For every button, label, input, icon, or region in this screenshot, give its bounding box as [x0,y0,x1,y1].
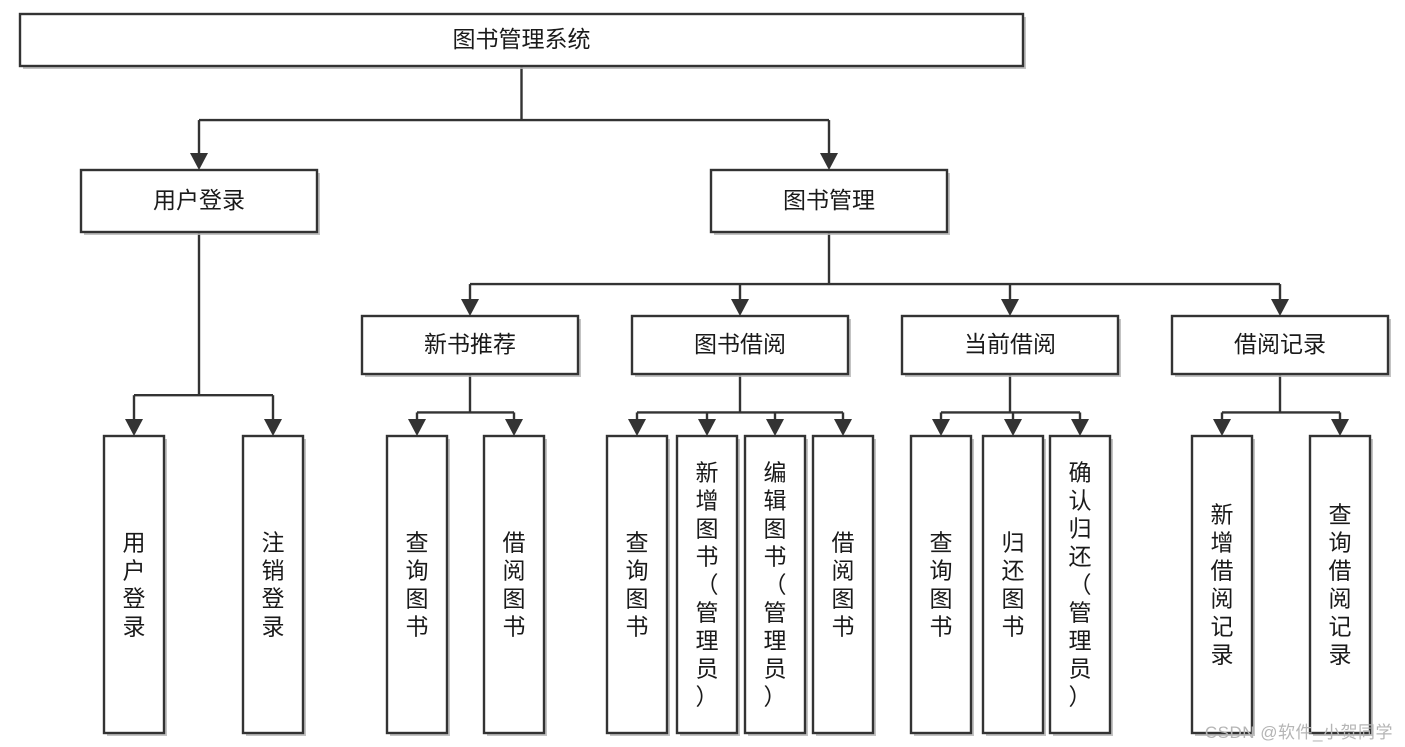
node-label: 归还图书 [1002,529,1025,639]
node-book-manage[interactable]: 图书管理 [709,168,950,235]
node-box[interactable] [981,434,1045,735]
node-label: 新书推荐 [424,331,516,357]
node-box[interactable] [79,168,319,234]
node-user-login[interactable]: 用户登录 [79,168,320,235]
arrow-head [190,153,208,170]
node-label: 查询图书 [930,529,953,639]
node-leaf-user-login[interactable]: 用户登录 [102,434,167,736]
node-box[interactable] [900,314,1120,376]
node-leaf-borrow-book-1[interactable]: 借阅图书 [482,434,547,736]
node-boxes-layer: 图书管理系统用户登录图书管理新书推荐图书借阅当前借阅借阅记录用户登录注销登录查询… [18,12,1391,736]
node-box[interactable] [482,434,546,735]
node-box[interactable] [675,434,739,735]
node-new-book-rec[interactable]: 新书推荐 [360,314,581,377]
node-box[interactable] [743,434,807,735]
arrow-head [1271,299,1289,316]
node-label: 新增借阅记录 [1211,501,1234,667]
arrow-head [1004,419,1022,436]
node-label: 确认归还（管理员） [1069,459,1092,709]
node-leaf-query-record[interactable]: 查询借阅记录 [1308,434,1373,736]
node-label: 查询图书 [626,529,649,639]
arrow-head [461,299,479,316]
arrow-head [731,299,749,316]
node-borrow-record[interactable]: 借阅记录 [1170,314,1391,377]
node-box[interactable] [811,434,875,735]
connector-lines-layer [125,66,1349,436]
node-box[interactable] [385,434,449,735]
node-label: 图书借阅 [694,331,786,357]
node-box[interactable] [909,434,973,735]
node-box[interactable] [1170,314,1390,376]
node-box[interactable] [102,434,166,735]
node-label: 用户登录 [123,529,146,639]
node-box[interactable] [1308,434,1372,735]
node-current-borrow[interactable]: 当前借阅 [900,314,1121,377]
arrow-head [1001,299,1019,316]
node-label: 借阅记录 [1234,331,1326,357]
node-leaf-borrow-book-2[interactable]: 借阅图书 [811,434,876,736]
arrow-head [1331,419,1349,436]
node-box[interactable] [1048,434,1112,735]
arrow-head [125,419,143,436]
node-box[interactable] [360,314,580,376]
node-label: 图书管理 [783,187,875,213]
node-box[interactable] [630,314,850,376]
node-leaf-query-book-1[interactable]: 查询图书 [385,434,450,736]
node-label: 借阅图书 [503,529,526,639]
node-label: 当前借阅 [964,331,1056,357]
arrow-head [1213,419,1231,436]
arrow-head [408,419,426,436]
arrow-head [932,419,950,436]
arrow-head [264,419,282,436]
node-label: 新增图书（管理员） [696,459,719,709]
node-leaf-query-book-2[interactable]: 查询图书 [605,434,670,736]
arrow-head [834,419,852,436]
node-leaf-confirm-return[interactable]: 确认归还（管理员） [1048,434,1113,736]
node-leaf-add-book[interactable]: 新增图书（管理员） [675,434,740,736]
node-label: 编辑图书（管理员） [764,459,787,709]
node-leaf-add-record[interactable]: 新增借阅记录 [1190,434,1255,736]
node-label: 图书管理系统 [453,26,591,52]
node-root[interactable]: 图书管理系统 [18,12,1026,69]
node-label: 用户登录 [153,187,245,213]
node-leaf-edit-book[interactable]: 编辑图书（管理员） [743,434,808,736]
node-label: 借阅图书 [832,529,855,639]
node-box[interactable] [1190,434,1254,735]
node-box[interactable] [709,168,949,234]
node-leaf-query-book-3[interactable]: 查询图书 [909,434,974,736]
node-leaf-logout[interactable]: 注销登录 [241,434,306,736]
node-label: 查询图书 [406,529,429,639]
arrow-head [698,419,716,436]
arrow-head [1071,419,1089,436]
node-leaf-return-book[interactable]: 归还图书 [981,434,1046,736]
node-box[interactable] [18,12,1025,68]
node-box[interactable] [605,434,669,735]
node-book-borrow[interactable]: 图书借阅 [630,314,851,377]
node-label: 查询借阅记录 [1329,501,1352,667]
csdn-watermark: CSDN @软件_小贺同学 [1204,723,1393,742]
arrow-head [820,153,838,170]
node-label: 注销登录 [262,529,285,639]
arrow-head [505,419,523,436]
node-box[interactable] [241,434,305,735]
arrow-head [766,419,784,436]
arrow-head [628,419,646,436]
